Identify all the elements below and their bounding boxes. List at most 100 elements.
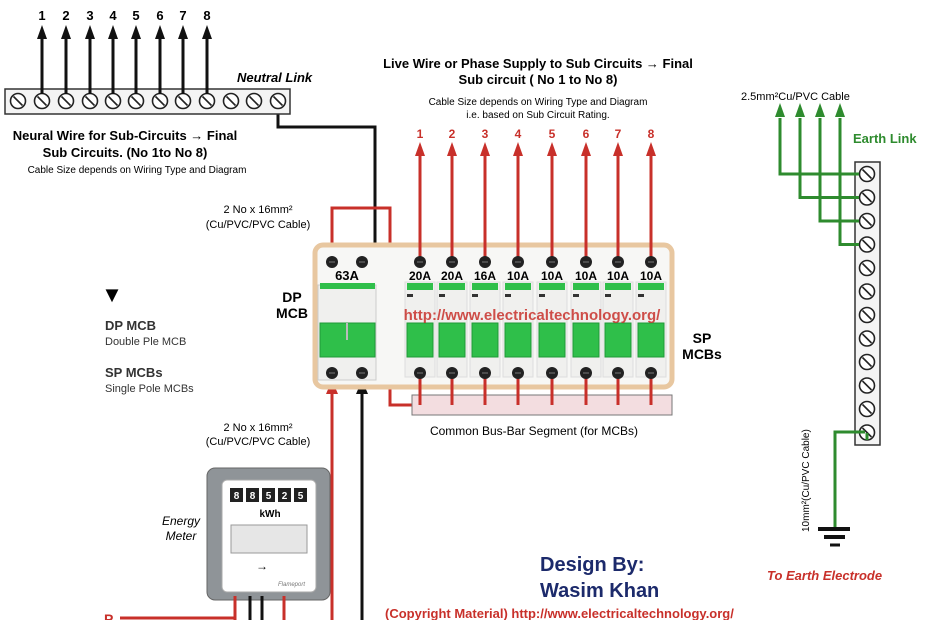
sp-mcb-rating: 20A xyxy=(409,269,431,283)
screw-slot xyxy=(36,95,48,107)
screw-slot xyxy=(201,95,213,107)
sp-mcb-marking xyxy=(472,294,478,297)
cable-top-line2: (Cu/PVC/PVC Cable) xyxy=(206,219,311,231)
meter-label-line1: Energy xyxy=(162,514,201,528)
sp-mcb[interactable] xyxy=(536,142,568,405)
arrow-up-icon xyxy=(513,142,523,156)
arrow-up-icon xyxy=(646,142,656,156)
legend-dp-title: DP MCB xyxy=(105,318,156,333)
earth-electrode-label: To Earth Electrode xyxy=(767,568,882,583)
sp-mcb[interactable] xyxy=(404,142,436,405)
earth-main-cable-label: 10mm²(Cu/PVC Cable) xyxy=(801,429,812,532)
live-circuit-number: 8 xyxy=(648,127,655,141)
earth-wire xyxy=(838,118,859,246)
dp-rating: 63A xyxy=(335,268,359,283)
neutral-circuit-number: 7 xyxy=(179,8,186,23)
live-circuit-number: 3 xyxy=(482,127,489,141)
cable-top-line1: 2 No x 16mm² xyxy=(223,204,292,216)
sp-mcb-marking xyxy=(605,294,611,297)
busbar-segment xyxy=(411,394,673,416)
screw-slot xyxy=(861,309,873,321)
screw-slot xyxy=(177,95,189,107)
meter-digit-box xyxy=(278,488,291,502)
neutral-title-line2: Sub Circuits. (No 1to No 8) xyxy=(43,145,208,160)
neutral-circuit-number: 4 xyxy=(109,8,117,23)
cable-bottom-line2: (Cu/PVC/PVC Cable) xyxy=(206,436,311,448)
arrow-up-icon xyxy=(775,103,785,117)
sp-mcb[interactable] xyxy=(502,142,534,405)
neutral-circuit-number: 2 xyxy=(62,8,69,23)
arrow-up-icon xyxy=(835,103,845,117)
screw-slot xyxy=(861,333,873,344)
live-circuit-number: 4 xyxy=(515,127,522,141)
sp-mcb-toggle xyxy=(572,322,600,358)
meter-label-line2: Meter xyxy=(166,529,198,543)
neutral-circuit-number: 3 xyxy=(86,8,93,23)
legend-dp-desc: Double Ple MCB xyxy=(105,336,186,348)
live-circuit-number: 6 xyxy=(583,127,590,141)
screw-slot xyxy=(107,95,119,107)
sp-mcb-marking xyxy=(407,294,413,297)
arrow-up-icon xyxy=(581,142,591,156)
arrow-up-icon xyxy=(178,25,188,39)
live-circuit-number: 2 xyxy=(449,127,456,141)
sp-mcb[interactable] xyxy=(635,142,667,405)
sp-mcb-rating: 10A xyxy=(541,269,563,283)
screw-slot xyxy=(861,239,873,250)
sp-mcb-toggle xyxy=(604,322,632,358)
legend-sp-title: SP MCBs xyxy=(105,365,163,380)
sp-mcb-stripe xyxy=(638,283,664,290)
sp-mcb[interactable] xyxy=(436,142,468,405)
sp-mcb[interactable] xyxy=(469,142,501,405)
screw-slot xyxy=(861,380,873,391)
copyright: (Copyright Material) http://www.electric… xyxy=(385,606,734,620)
sp-mcb-rating: 10A xyxy=(607,269,629,283)
live-note-line2: i.e. based on Sub Circuit Rating. xyxy=(466,110,609,121)
sp-mcb[interactable] xyxy=(570,142,602,405)
arrow-up-icon xyxy=(613,142,623,156)
arrow-up-icon xyxy=(815,103,825,117)
arrow-up-icon xyxy=(202,25,212,39)
screw-slot xyxy=(861,215,873,227)
dp-mcb-stripe xyxy=(320,283,375,289)
arrow-up-icon xyxy=(480,142,490,156)
earth-electrode-wire xyxy=(833,430,865,528)
meter-digit: 5 xyxy=(266,491,272,502)
screw-slot xyxy=(84,95,96,107)
sp-mcb-rating: 10A xyxy=(575,269,597,283)
sp-mcb-marking xyxy=(573,294,579,297)
sp-mcb-rating: 16A xyxy=(474,269,496,283)
sp-mcb-marking xyxy=(638,294,644,297)
neutral-feed-wire xyxy=(276,110,377,262)
screw-slot xyxy=(225,95,237,107)
legend-marker-icon: ▼ xyxy=(101,282,123,307)
arrow-up-icon xyxy=(795,103,805,117)
sp-mcb-stripe xyxy=(439,283,465,290)
arrow-up-icon xyxy=(85,25,95,39)
arrow-up-icon xyxy=(131,25,141,39)
design-by: Design By: xyxy=(540,554,644,576)
sp-mcb-stripe xyxy=(605,283,631,290)
meter-digit: 8 xyxy=(234,491,240,502)
sp-mcb-marking xyxy=(439,294,445,297)
meter-digit-box xyxy=(230,488,243,502)
screw-slot xyxy=(272,95,284,107)
sp-mcb[interactable] xyxy=(602,142,634,405)
meter-digit-box xyxy=(294,488,307,502)
sp-mcb-stripe xyxy=(407,283,433,290)
screw-slot xyxy=(12,95,24,107)
neutral-note: Cable Size depends on Wiring Type and Di… xyxy=(28,165,247,176)
meter-digit: 2 xyxy=(282,491,288,502)
neutral-circuit-number: 8 xyxy=(203,8,210,23)
neutral-title-line1: Neural Wire for Sub-Circuits → Final xyxy=(13,128,238,143)
dp-mcb[interactable] xyxy=(317,256,377,381)
meter-digit-box xyxy=(262,488,275,502)
sp-mcb-stripe xyxy=(539,283,565,290)
sp-mcb-toggle xyxy=(438,322,466,358)
arrow-up-icon xyxy=(547,142,557,156)
ground-icon xyxy=(818,527,850,547)
live-circuit-number: 5 xyxy=(549,127,556,141)
sp-label-2: MCBs xyxy=(682,346,722,362)
earth-link-label: Earth Link xyxy=(853,131,917,146)
